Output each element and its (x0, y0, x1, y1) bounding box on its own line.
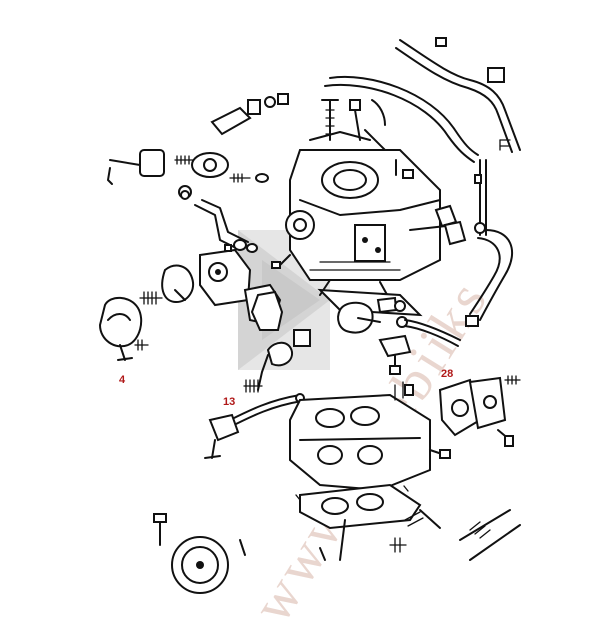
needle-valve-parts (243, 290, 311, 393)
throttle-plate-assembly (438, 375, 521, 447)
inlet-fitting (210, 93, 289, 136)
linkage-arm (178, 185, 258, 253)
bottom-components (153, 509, 521, 594)
callout-13: 13 (223, 396, 236, 408)
throttle-cable (204, 393, 305, 459)
throttle-linkage-parts (107, 149, 269, 185)
fasteners (180, 139, 501, 312)
pump-cover (98, 296, 149, 361)
float-bowl-body (289, 381, 451, 492)
fuel-hose-assembly (324, 37, 521, 327)
bolt-group-top (321, 99, 386, 151)
gasket (295, 483, 422, 530)
float-assembly (337, 296, 461, 375)
callout-28: 28 (441, 368, 454, 380)
callout-4: 4 (119, 374, 126, 386)
carburetor-exploded-diagram (98, 37, 521, 594)
